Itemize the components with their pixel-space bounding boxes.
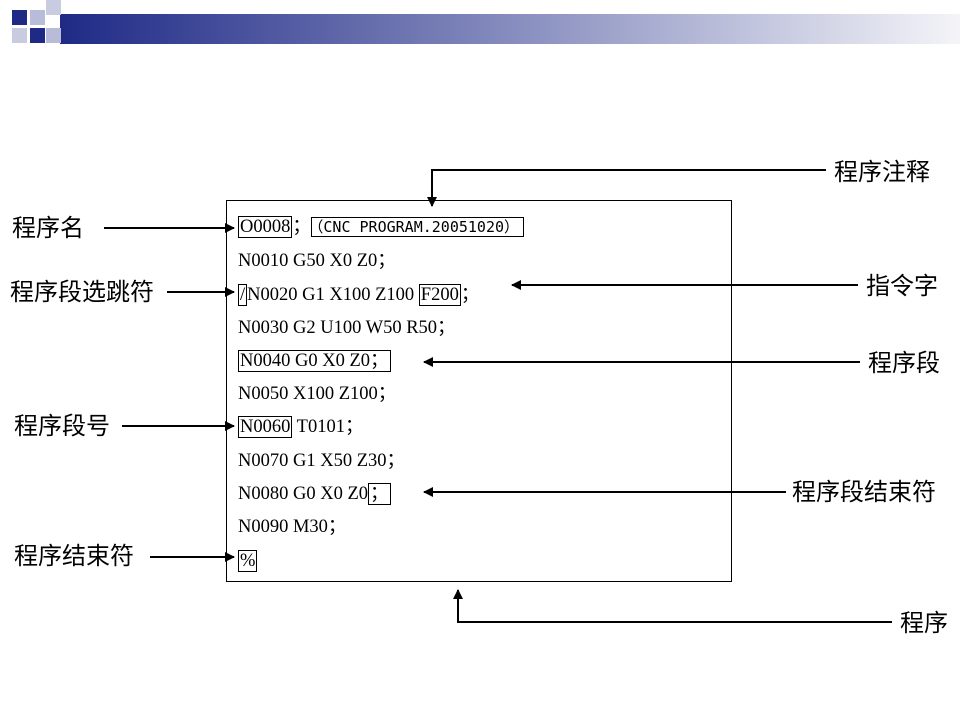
code-text: ；: [460, 285, 480, 305]
code-line: /N0020 G1 X100 Z100 F200；: [238, 280, 479, 310]
code-line: N0080 G0 X0 Z0；: [238, 479, 391, 509]
code-text: ；: [292, 217, 311, 237]
program-box: [226, 200, 732, 582]
label-block: 程序段: [868, 349, 940, 377]
label-program-end: 程序结束符: [14, 542, 134, 570]
code-text: N0030 G2 U100 W50 R50；: [238, 318, 456, 338]
end-of-program-token: %: [238, 550, 258, 572]
block-token: N0040 G0 X0 Z0；: [238, 350, 391, 372]
code-line: %: [238, 546, 258, 576]
arrow-program: [453, 589, 892, 623]
block-number-token: N0060: [238, 416, 293, 438]
code-text: N0080 G0 X0 Z0: [238, 484, 369, 504]
decorative-squares: [12, 0, 61, 43]
code-line: N0040 G0 X0 Z0；: [238, 346, 391, 376]
code-text: N0050 X100 Z100；: [238, 384, 397, 404]
label-program-comment: 程序注释: [834, 158, 930, 186]
label-word: 指令字: [866, 272, 938, 300]
title-banner: [12, 0, 960, 44]
code-text: N0090 M30；: [238, 517, 347, 537]
block-skip-token: /: [238, 284, 248, 306]
label-block-number: 程序段号: [14, 412, 110, 440]
code-line: N0090 M30；: [238, 512, 346, 542]
code-text: T0101；: [292, 417, 364, 437]
code-line: N0010 G50 X0 Z0；: [238, 246, 396, 276]
label-end-of-block: 程序段结束符: [792, 478, 936, 506]
arrow-program-comment: [427, 169, 826, 207]
code-line: N0030 G2 U100 W50 R50；: [238, 313, 456, 343]
word-token: F200: [418, 284, 461, 306]
code-line: N0060 T0101；: [238, 412, 363, 442]
end-of-block-token: ；: [368, 483, 391, 505]
code-line: N0070 G1 X50 Z30；: [238, 446, 405, 476]
label-program: 程序: [900, 609, 948, 637]
program-comment-token: （CNC PROGRAM.20051020）: [310, 217, 525, 237]
code-text: N0020 G1 X100 Z100: [247, 285, 419, 305]
code-text: N0010 G50 X0 Z0；: [238, 251, 396, 271]
label-program-name: 程序名: [12, 214, 84, 242]
code-text: N0070 G1 X50 Z30；: [238, 451, 406, 471]
code-line: N0050 X100 Z100；: [238, 379, 396, 409]
code-line: O0008；（CNC PROGRAM.20051020）: [238, 212, 525, 242]
label-block-skip: 程序段选跳符: [10, 278, 154, 306]
program-name-token: O0008: [238, 216, 293, 238]
